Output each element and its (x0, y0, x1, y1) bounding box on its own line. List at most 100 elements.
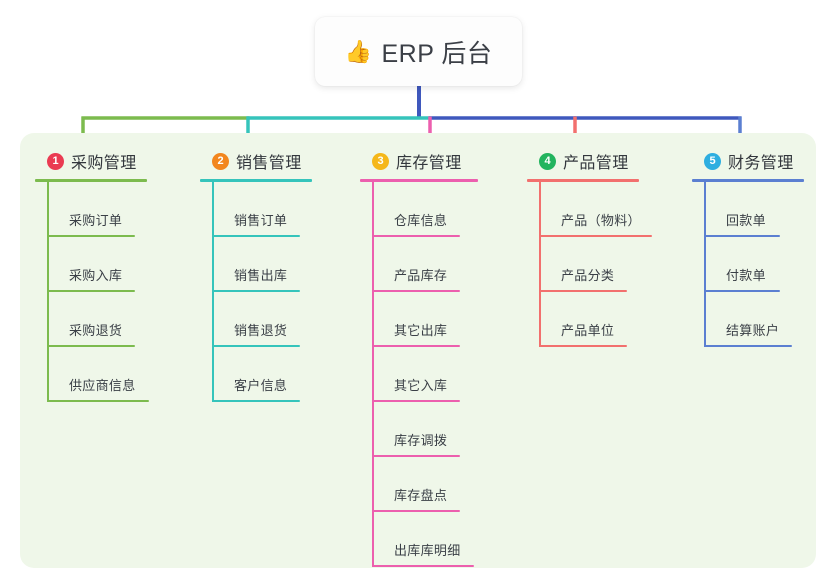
branch-column-5: 5 财务管理回款单付款单结算账户 (692, 146, 804, 347)
branch-header-3[interactable]: 3 库存管理 (360, 146, 478, 176)
branch-underline-1 (35, 179, 147, 182)
branch-item[interactable]: 采购订单 (47, 182, 147, 237)
branch-item[interactable]: 库存盘点 (372, 457, 478, 512)
branch-spine-2 (212, 182, 214, 402)
branch-item[interactable]: 产品分类 (539, 237, 639, 292)
branch-title-4: 产品管理 (563, 155, 629, 172)
branch-item-list-2: 销售订单销售出库销售退货客户信息 (200, 182, 312, 402)
branch-item-rule (372, 290, 460, 292)
branch-header-4[interactable]: 4 产品管理 (527, 146, 639, 176)
branch-item-rule (212, 400, 300, 402)
branch-title-3: 库存管理 (396, 155, 462, 172)
root-node-title: 👍 ERP 后台 (345, 34, 493, 70)
branch-item-label: 销售订单 (234, 213, 288, 228)
branch-badge-icon-2: 2 (212, 152, 229, 170)
branch-item-rule (539, 235, 652, 237)
branch-item-rule (372, 400, 460, 402)
branch-item-label: 库存调拨 (394, 433, 448, 448)
branch-spine-5 (704, 182, 706, 347)
branch-header-1[interactable]: 1 采购管理 (35, 146, 147, 176)
branch-item[interactable]: 库存调拨 (372, 402, 478, 457)
branch-item[interactable]: 采购入库 (47, 237, 147, 292)
branch-item-rule (372, 455, 460, 457)
branch-spine-1 (47, 182, 49, 402)
root-title-label: ERP 后台 (381, 39, 493, 68)
branch-item-rule (704, 235, 780, 237)
branch-item-rule (372, 510, 460, 512)
branch-item-label: 采购退货 (69, 323, 123, 338)
branch-item-rule (47, 345, 135, 347)
branch-item[interactable]: 供应商信息 (47, 347, 149, 402)
branch-item-rule (372, 345, 460, 347)
branch-item-rule (47, 235, 135, 237)
branch-item-label: 产品单位 (561, 323, 615, 338)
branch-item-rule (372, 235, 460, 237)
branch-item[interactable]: 客户信息 (212, 347, 312, 402)
branch-item-label: 销售出库 (234, 268, 288, 283)
thumbs-up-icon: 👍 (344, 38, 373, 64)
branch-spine-4 (539, 182, 541, 347)
branch-item-label: 回款单 (726, 213, 766, 228)
branch-item-list-4: 产品（物料） 产品分类产品单位 (527, 182, 652, 347)
branch-item-label: 出库库明细 (394, 543, 461, 558)
branch-item[interactable]: 仓库信息 (372, 182, 478, 237)
branch-item-rule (212, 345, 300, 347)
branch-underline-2 (200, 179, 312, 182)
branch-item[interactable]: 产品（物料） (539, 182, 652, 237)
branch-item-rule (539, 290, 627, 292)
branch-item-list-5: 回款单付款单结算账户 (692, 182, 804, 347)
branch-badge-icon-5: 5 (704, 152, 721, 170)
branches-panel (20, 133, 816, 568)
branch-item-rule (212, 290, 300, 292)
branch-item[interactable]: 回款单 (704, 182, 804, 237)
branch-item[interactable]: 其它入库 (372, 347, 478, 402)
branch-item-rule (47, 400, 149, 402)
branch-item-rule (704, 345, 792, 347)
branch-title-2: 销售管理 (236, 155, 302, 172)
branch-item-label: 采购订单 (69, 213, 123, 228)
branch-item[interactable]: 产品库存 (372, 237, 478, 292)
branch-item-label: 产品库存 (394, 268, 448, 283)
branch-item-rule (212, 235, 300, 237)
branch-column-4: 4 产品管理产品（物料） 产品分类产品单位 (527, 146, 652, 347)
branch-item[interactable]: 结算账户 (704, 292, 804, 347)
root-node[interactable]: 👍 ERP 后台 (315, 17, 522, 86)
branch-underline-4 (527, 179, 639, 182)
branch-item-rule (539, 345, 627, 347)
branch-item[interactable]: 付款单 (704, 237, 804, 292)
branch-header-5[interactable]: 5 财务管理 (692, 146, 804, 176)
branch-item[interactable]: 销售订单 (212, 182, 312, 237)
branch-column-1: 1 采购管理采购订单采购入库采购退货供应商信息 (35, 146, 149, 402)
branch-item-list-1: 采购订单采购入库采购退货供应商信息 (35, 182, 149, 402)
branch-header-2[interactable]: 2 销售管理 (200, 146, 312, 176)
branch-item-label: 库存盘点 (394, 488, 448, 503)
branch-badge-icon-4: 4 (539, 152, 556, 170)
branch-item-label: 采购入库 (69, 268, 123, 283)
branch-item-label: 结算账户 (726, 323, 780, 338)
branch-underline-3 (360, 179, 478, 182)
branch-item-label: 客户信息 (234, 378, 288, 393)
branch-item-rule (47, 290, 135, 292)
branch-item[interactable]: 采购退货 (47, 292, 147, 347)
branch-item-label: 产品分类 (561, 268, 615, 283)
branch-column-2: 2 销售管理销售订单销售出库销售退货客户信息 (200, 146, 312, 402)
branch-badge-icon-3: 3 (372, 152, 389, 170)
branch-item[interactable]: 其它出库 (372, 292, 478, 347)
branch-item-label: 供应商信息 (69, 378, 136, 393)
branch-item[interactable]: 产品单位 (539, 292, 639, 347)
branch-item-rule (372, 565, 474, 567)
branch-title-1: 采购管理 (71, 155, 137, 172)
branch-underline-5 (692, 179, 804, 182)
branch-item[interactable]: 销售退货 (212, 292, 312, 347)
branch-item-label: 销售退货 (234, 323, 288, 338)
branch-item-rule (704, 290, 780, 292)
branch-item-label: 仓库信息 (394, 213, 448, 228)
branch-badge-icon-1: 1 (47, 152, 64, 170)
branch-title-5: 财务管理 (728, 155, 794, 172)
branch-item-label: 其它入库 (394, 378, 448, 393)
branch-item-label: 其它出库 (394, 323, 448, 338)
branch-item[interactable]: 销售出库 (212, 237, 312, 292)
branch-item[interactable]: 出库库明细 (372, 512, 478, 567)
branch-item-label: 产品（物料） (561, 213, 641, 228)
